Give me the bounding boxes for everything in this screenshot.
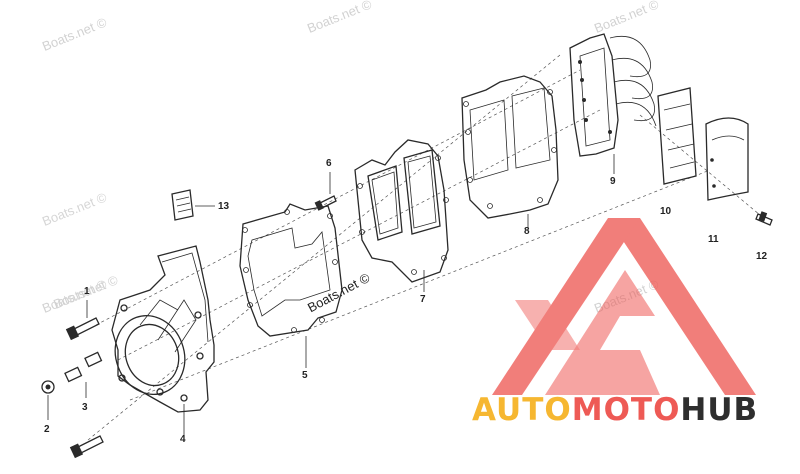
callout-6: 6 — [326, 158, 332, 169]
callout-5: 5 — [302, 370, 308, 381]
callout-13: 13 — [218, 201, 230, 212]
logo-mark — [492, 218, 756, 395]
part-5-gasket — [239, 203, 343, 368]
part-9-reed-plate — [569, 33, 657, 174]
part-4-housing — [111, 245, 215, 436]
part-11-reed-petal — [705, 117, 749, 201]
logo-wordmark: AUTOMOTOHUB — [472, 392, 758, 428]
callout-3: 3 — [82, 402, 88, 413]
callout-11: 11 — [708, 234, 719, 245]
part-13-plate — [171, 189, 215, 221]
part-12-screw — [755, 211, 773, 226]
logo-text-auto: AUTO — [472, 392, 572, 428]
part-7-reed-block — [354, 139, 449, 292]
callout-2: 2 — [44, 424, 50, 435]
logo-text-moto: MOTO — [571, 392, 681, 428]
callout-7: 7 — [420, 294, 426, 305]
part-6-screw — [314, 172, 337, 211]
part-8-gasket — [461, 75, 559, 228]
callout-10: 10 — [660, 206, 672, 217]
part-2-nut — [41, 380, 55, 420]
callout-8: 8 — [524, 226, 530, 237]
logo-text-hub: HUB — [680, 392, 759, 428]
part-3-dowels — [64, 351, 103, 398]
part-1-lower-screw — [69, 435, 104, 459]
part-1-screw — [65, 300, 100, 341]
callout-1: 1 — [84, 286, 90, 297]
part-10-reed-stop — [657, 87, 697, 185]
callout-9: 9 — [610, 176, 616, 187]
callout-12: 12 — [756, 251, 768, 262]
callout-4: 4 — [180, 434, 186, 445]
